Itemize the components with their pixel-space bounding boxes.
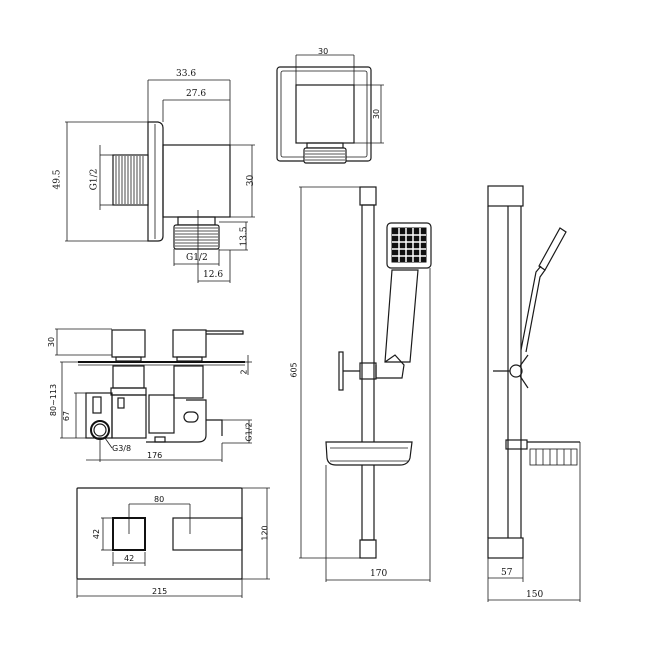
dim-valve-width: 176 xyxy=(147,451,163,460)
dim-bracket-depth: 57 xyxy=(501,568,513,578)
rail-side-view xyxy=(487,185,581,602)
dim-handle-spacing: 80 xyxy=(154,495,165,504)
wall-outlet-front-view xyxy=(276,54,384,164)
dim-outlet-body-depth: 27.6 xyxy=(186,89,207,99)
dim-valve-wall-depth: 80~113 xyxy=(49,383,59,417)
dim-handle-height: 42 xyxy=(92,528,102,540)
dim-outlet-overall-depth: 33.6 xyxy=(176,69,197,79)
wall-outlet-side-view xyxy=(65,79,255,283)
dim-valve-plate-thickness: 2 xyxy=(239,369,249,375)
valve-side-view xyxy=(55,328,252,462)
dim-plate-width: 215 xyxy=(152,587,168,596)
dim-valve-handle-height: 30 xyxy=(47,336,57,348)
dim-outlet-outlet-thread: G1/2 xyxy=(186,253,208,263)
dim-rail-projection: 170 xyxy=(370,569,388,579)
dim-total-depth: 150 xyxy=(526,590,544,600)
dim-valve-inlet-thread: G3/8 xyxy=(112,444,132,453)
dim-valve-outlet-thread: G1/2 xyxy=(244,422,254,442)
rail-front-view xyxy=(299,186,432,582)
valve-front-view xyxy=(76,487,270,598)
dim-plate-height: 120 xyxy=(260,525,270,541)
dim-rail-length: 605 xyxy=(289,362,299,378)
dim-front-height: 30 xyxy=(372,108,382,120)
dim-outlet-plate-height: 49.5 xyxy=(52,169,63,190)
dim-outlet-thread-length: 13.5 xyxy=(239,226,250,247)
dim-handle-width: 42 xyxy=(124,554,135,563)
dim-outlet-inlet-thread: G1/2 xyxy=(89,168,100,191)
dim-valve-body-height: 67 xyxy=(62,410,72,422)
dim-outlet-offset: 12.6 xyxy=(203,270,224,280)
dim-front-width: 30 xyxy=(318,47,329,56)
dim-outlet-body-height: 30 xyxy=(246,174,257,187)
